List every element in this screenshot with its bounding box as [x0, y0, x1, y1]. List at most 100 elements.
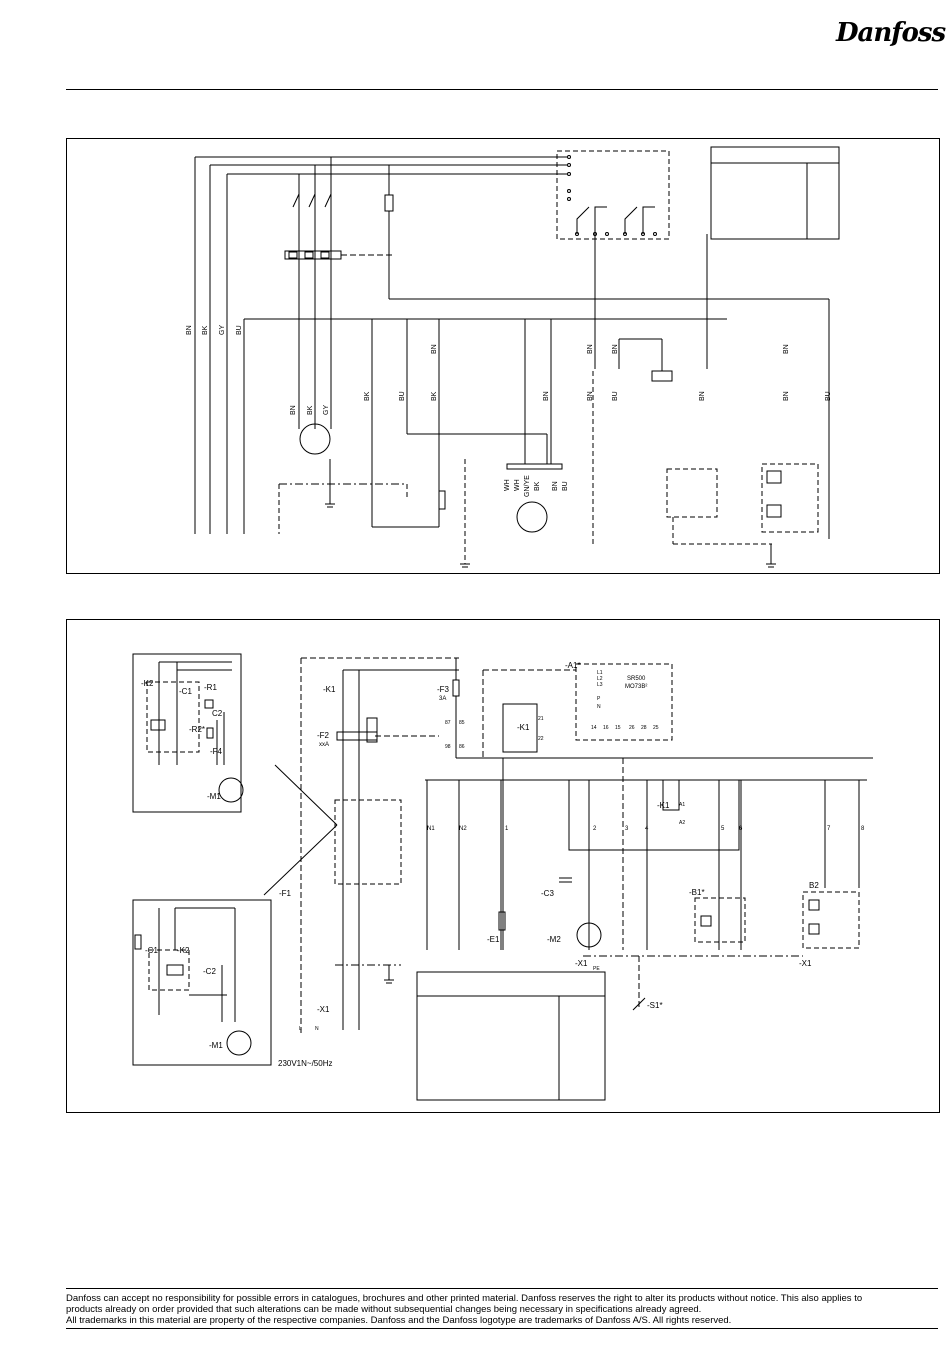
terminal-label: 6 [739, 826, 743, 832]
wire-label: BN [612, 344, 619, 354]
label-k2-top: -K2 [141, 679, 154, 688]
small-label: 15 [615, 725, 621, 731]
label-c1-top: -C1 [179, 687, 192, 696]
small-label: 28 [641, 725, 647, 731]
small-label: PE [593, 966, 600, 972]
inset-box-top [132, 653, 242, 813]
small-label: 86 [459, 744, 465, 750]
wire-label: BN [783, 391, 790, 401]
small-label: L1 [597, 670, 603, 676]
wire-label: BU [399, 391, 406, 401]
compressor-terminal-box [334, 799, 402, 885]
small-label: 16 [603, 725, 609, 731]
disclaimer-line: Danfoss can accept no responsibility for… [66, 1293, 863, 1304]
k1-relay [502, 703, 538, 753]
footer-divider [66, 1328, 938, 1329]
danfoss-logo: Danfoss [836, 18, 946, 48]
wiring-diagram-2-drawing: -K2 -C1 -R1 C2 -R2* -F4 -M1 -K1 -F2 xxA … [132, 653, 873, 1101]
k2-coil-bottom [166, 964, 184, 976]
wire-label: BN [552, 481, 559, 491]
small-label: A2 [679, 820, 685, 826]
terminal-label: 8 [861, 826, 865, 832]
small-label: 22 [538, 736, 544, 742]
wire-label: BU [825, 391, 832, 401]
small-label: 21 [538, 716, 544, 722]
relay-coil [651, 370, 673, 382]
small-label: 25 [653, 725, 659, 731]
wire-label: BN [783, 344, 790, 354]
fan-motor [516, 501, 548, 533]
label-r1: -R1 [204, 683, 217, 692]
label-k1-top: -K1 [323, 685, 336, 694]
label-k1-right: -K1 [657, 801, 670, 810]
info-table-2 [416, 971, 606, 1101]
label-mo7: MO73B² [625, 684, 647, 690]
label-f3: -F3 [437, 685, 450, 694]
label-b2: B2 [809, 881, 819, 890]
wire-label: BU [612, 391, 619, 401]
b1-box [694, 897, 746, 943]
wire-label: GY [323, 405, 330, 415]
disclaimer-footer: Danfoss can accept no responsibility for… [66, 1288, 938, 1326]
wire-label: BU [562, 481, 569, 491]
wire-label: BN [431, 344, 438, 354]
wire-label: BN [186, 325, 193, 335]
label-x1-a: -X1 [575, 959, 588, 968]
terminal-label: N2 [459, 826, 467, 832]
label-x1-b: -X1 [317, 1005, 330, 1014]
inset-box-bottom [132, 899, 272, 1066]
wire-label: BK [364, 391, 371, 401]
wire-label: BN [290, 405, 297, 415]
heater-element [438, 490, 446, 510]
label-f4: -F4 [210, 747, 223, 756]
label-sr500: SR500 [627, 676, 646, 682]
label-m2: -M2 [547, 935, 561, 944]
wire-label: BU [236, 325, 243, 335]
wire-label: BK [202, 325, 209, 335]
small-label: N [315, 1026, 319, 1032]
small-label: P [597, 696, 601, 702]
k2-coil-top [150, 719, 166, 731]
small-label: 26 [629, 725, 635, 731]
terminal-loop [568, 779, 740, 851]
pressure-switch-box [761, 463, 819, 533]
wire-label: BN [543, 391, 550, 401]
supply-label: 230V1N~/50Hz [278, 1059, 332, 1068]
wiring-diagram-2: -K2 -C1 -R1 C2 -R2* -F4 -M1 -K1 -F2 xxA … [66, 619, 940, 1113]
small-label: N [597, 704, 601, 710]
small-label: L2 [597, 676, 603, 682]
wire-label: WH [504, 479, 511, 491]
m1-motor-top [218, 777, 244, 803]
f3-fuse [452, 679, 460, 697]
b2-box [802, 891, 860, 949]
label-k2-bottom: -K2 [177, 946, 190, 955]
thermostat-box [666, 468, 718, 518]
wire-label: WH [514, 479, 521, 491]
a1-controller [575, 663, 673, 741]
terminal-label: 4 [645, 826, 649, 832]
small-label: 87 [445, 720, 451, 726]
wire-label: BK [307, 405, 314, 415]
wire-label: BN [587, 344, 594, 354]
wire-label: BK [534, 481, 541, 491]
info-table-1 [710, 146, 840, 240]
label-x1-c: -X1 [799, 959, 812, 968]
wiring-diagram-1-drawing: BN BK GY BU BN BK GY BK BU BN BK BN BN B… [186, 146, 840, 568]
small-label: 85 [459, 720, 465, 726]
label-e1: -E1 [487, 935, 500, 944]
disclaimer-line: products already on order provided that … [66, 1304, 702, 1315]
wire-label: BK [431, 391, 438, 401]
wiring-diagram-1: BN BK GY BU BN BK GY BK BU BN BK BN BN B… [66, 138, 940, 574]
e1-heater [498, 911, 506, 931]
label-f1: -F1 [279, 889, 292, 898]
label-r2: -R2* [189, 725, 205, 734]
wire-label: BN [587, 391, 594, 401]
terminal-label: 5 [721, 826, 725, 832]
label-f3-sub: 3A [439, 696, 446, 702]
disclaimer-line: All trademarks in this material are prop… [66, 1315, 732, 1326]
small-label: L3 [597, 682, 603, 688]
terminal-label: 2 [593, 826, 597, 832]
terminal-label: 1 [505, 826, 509, 832]
small-label: A1 [679, 802, 685, 808]
label-c3: -C3 [541, 889, 554, 898]
